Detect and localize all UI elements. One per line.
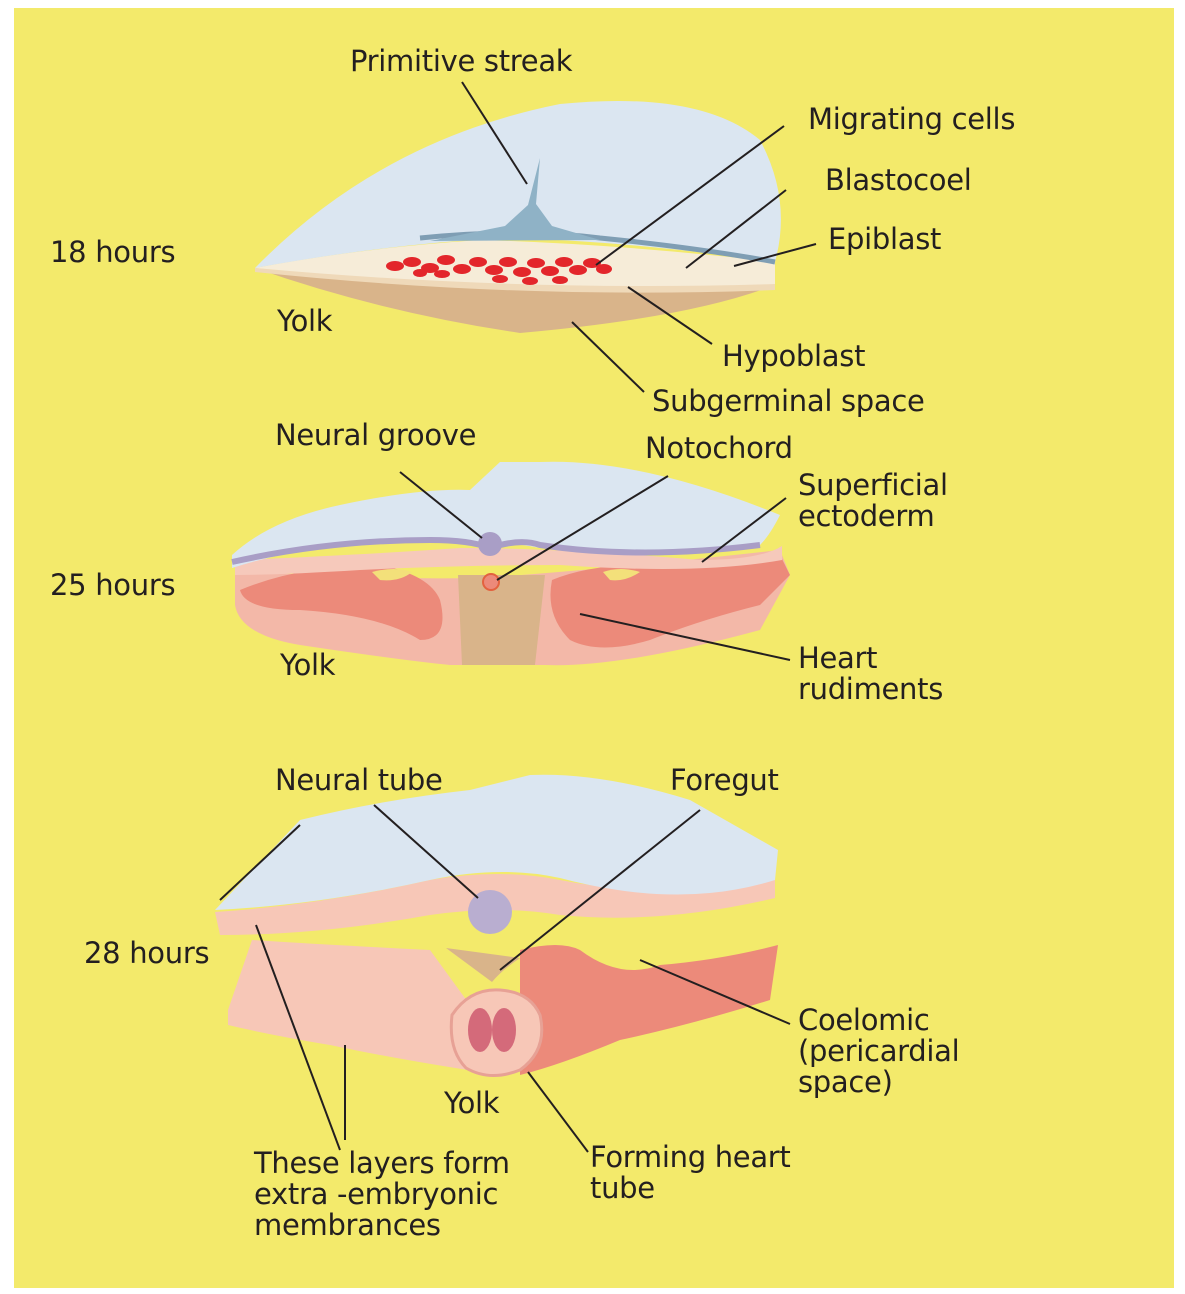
neural-groove-label: Neural groove (275, 420, 476, 451)
epiblast-label: Epiblast (828, 224, 941, 255)
forming-heart-tube-label: Forming heart tube (590, 1142, 791, 1204)
neural-tube-shape (468, 890, 512, 934)
heart-rudiments-label: Heart rudiments (798, 643, 943, 705)
superficial-ectoderm-label: Superficial ectoderm (798, 470, 948, 532)
notochord-label: Notochord (645, 433, 793, 464)
heart-tube-right (492, 1008, 516, 1052)
neural-tube-label: Neural tube (275, 765, 443, 796)
notochord-shape (483, 574, 499, 590)
stage-28-hours-illustration (215, 775, 790, 1152)
heart-tube-left (468, 1008, 492, 1052)
extra-embryonic-membranes-label: These layers form extra -embryonic membr… (254, 1148, 510, 1241)
foregut-label: Foregut (670, 765, 779, 796)
foregut-shape (446, 948, 520, 982)
endoderm-core-25 (458, 575, 545, 665)
migrating-cells-label: Migrating cells (808, 104, 1015, 135)
neural-groove-shape (478, 532, 502, 556)
yolk-label-28: Yolk (444, 1088, 499, 1119)
stage-28-hours-label: 28 hours (84, 938, 209, 969)
hypoblast-label: Hypoblast (722, 341, 865, 372)
blastocoel-label: Blastocoel (825, 165, 972, 196)
stage-25-hours-label: 25 hours (50, 570, 175, 601)
stage-25-hours-illustration (232, 462, 790, 665)
stage-18-hours-label: 18 hours (50, 237, 175, 268)
yolk-label-18: Yolk (277, 306, 332, 337)
subgerminal-space-label: Subgerminal space (652, 386, 925, 417)
coelomic-label: Coelomic (pericardial space) (798, 1005, 959, 1098)
yolk-label-25: Yolk (280, 650, 335, 681)
primitive-streak-label: Primitive streak (350, 46, 572, 77)
